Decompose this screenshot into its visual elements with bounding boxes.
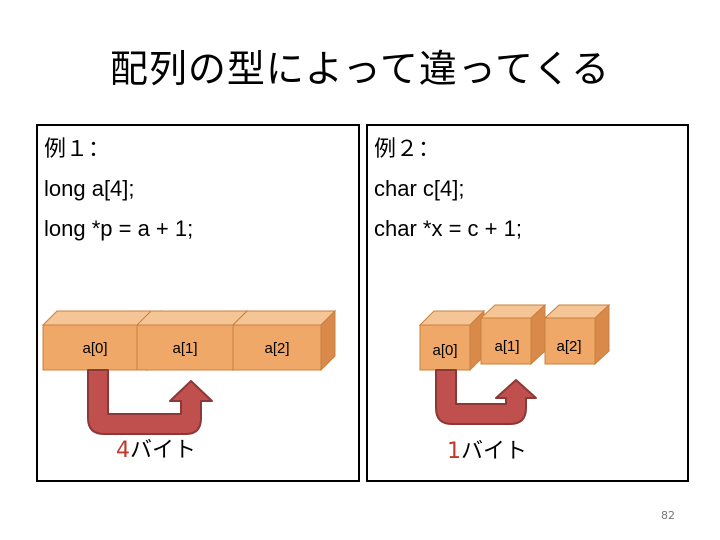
example2-cell-1-label: a[1] [494,338,519,355]
example2-pointer-arrow [436,370,536,424]
example2-cell-0: a[0] [420,311,484,370]
example1-pointer-arrow [88,370,212,434]
example2-memory-cells: a[0] a[1] a[2] [420,305,609,370]
example2-cell-2: a[2] [545,305,609,364]
example1-byte-size: 4バイト [116,438,196,463]
example1-cell-2-label: a[2] [264,340,289,357]
example1-memory-cells: a[0] a[1] a[2] [43,311,335,370]
example2-cell-2-label: a[2] [556,338,581,355]
example2-cell-1: a[1] [481,305,545,364]
example1-cell-1-label: a[1] [172,340,197,357]
example1-cell-2: a[2] [233,311,335,370]
example2-cell-0-label: a[0] [432,342,457,359]
example1-cell-1: a[1] [137,311,247,370]
page-number: 82 [661,509,675,522]
example1-cell-0-label: a[0] [82,340,107,357]
example2-byte-size: 1バイト [447,439,527,464]
